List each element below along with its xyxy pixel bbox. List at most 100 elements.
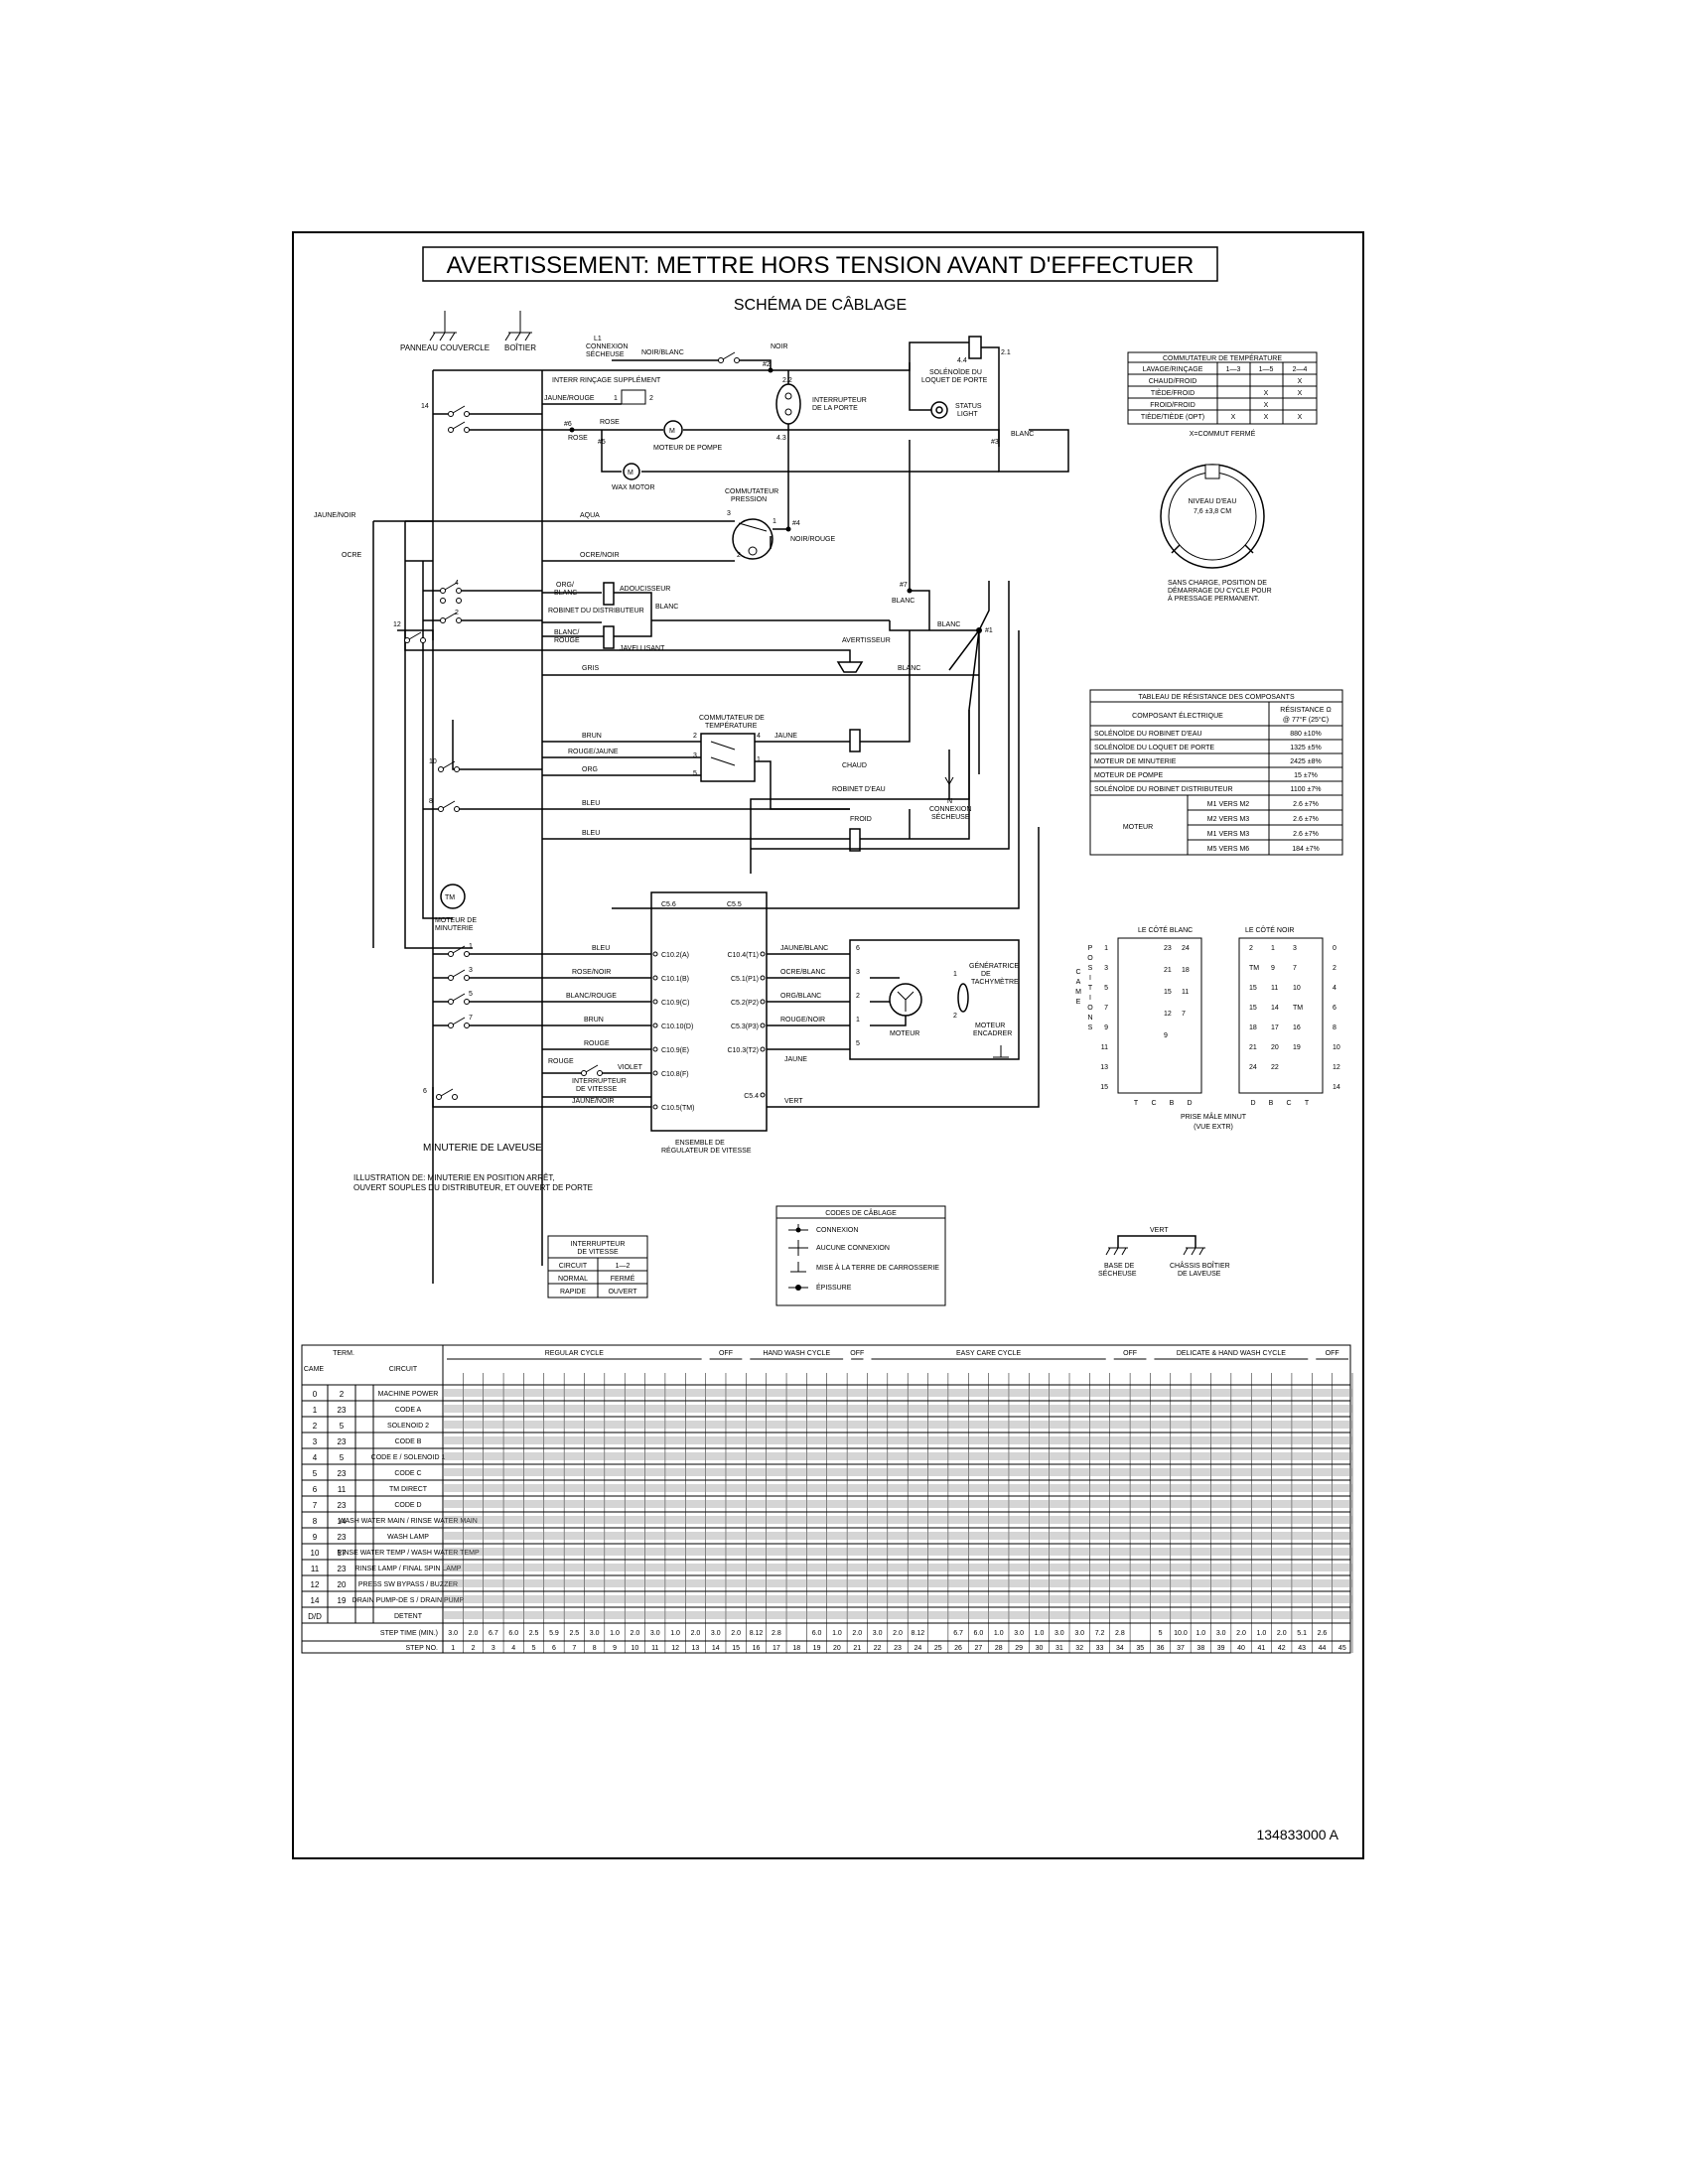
wire-label-vert: VERT <box>784 1098 803 1105</box>
temp-switch-icon <box>700 733 756 782</box>
speed-table-cell: OUVERT <box>608 1289 637 1296</box>
plug-position-right: 12 <box>1333 1064 1340 1071</box>
chart-row-circuit: CODE C <box>394 1470 421 1477</box>
chart-step-no: 34 <box>1116 1645 1124 1652</box>
temp-table-title: COMMUTATEUR DE TEMPÉRATURE <box>1163 353 1282 362</box>
speed-table-cell: 1—2 <box>616 1263 631 1270</box>
temp-table-cell: X <box>1298 378 1303 385</box>
positions-letter: I <box>1089 995 1091 1002</box>
plug-black-terminal: 18 <box>1249 1024 1257 1031</box>
part-number: 134833000 A <box>1256 1827 1338 1843</box>
svg-text:6: 6 <box>856 945 860 952</box>
wiring-codes-legend <box>775 1205 946 1306</box>
motor-label: MOTEUR <box>890 1030 919 1037</box>
chart-row-cam: 5 <box>313 1469 318 1478</box>
wire-label-blanc-rouge-ctrl: BLANC/ROUGE <box>566 993 617 1000</box>
node-2-2-label: 2.2 <box>782 377 792 384</box>
svg-text:1: 1 <box>614 395 618 402</box>
temp-table-cell: TIÈDE/TIÈDE (OPT) <box>1141 412 1204 421</box>
wire-label-ocre-blanc: OCRE/BLANC <box>780 969 826 976</box>
temp-table-cell: FROID/FROID <box>1150 402 1196 409</box>
chart-step-time: 1.0 <box>1035 1630 1045 1637</box>
plug-white-terminal: 7 <box>1182 1011 1186 1018</box>
chart-step-no: 14 <box>712 1645 720 1652</box>
chart-step-time: 5.1 <box>1297 1630 1307 1637</box>
wire-label-jaune-temp: JAUNE <box>774 733 797 740</box>
chart-step-time: 5 <box>1159 1630 1163 1637</box>
motor-row-value: 2.6 ±7% <box>1293 831 1319 838</box>
chart-step-time: 3.0 <box>1014 1630 1024 1637</box>
chart-cycle-label: OFF <box>719 1350 733 1357</box>
svg-text:M: M <box>628 470 633 477</box>
page-title: AVERTISSEMENT: METTRE HORS TENSION AVANT… <box>447 252 1195 279</box>
resistance-row-name: SOLÉNOÏDE DU ROBINET D'EAU <box>1094 729 1202 738</box>
wire-label-bleu-2: BLEU <box>582 830 600 837</box>
plug-position-right: 14 <box>1333 1084 1340 1091</box>
dispenser-valve-label: ROBINET DU DISTRIBUTEUR <box>548 608 644 614</box>
pressure-switch-icon <box>732 518 774 560</box>
chart-row-circuit: DRAIN PUMP-DE S / DRAIN PUMP <box>352 1597 465 1604</box>
pin-7-label: #7 <box>900 582 908 589</box>
chart-step-no: 28 <box>995 1645 1003 1652</box>
motor-row-value: 184 ±7% <box>1292 846 1320 853</box>
chart-step-time: 3.0 <box>1216 1630 1226 1637</box>
plug-letter: C <box>1286 1100 1291 1107</box>
plug-black-terminal: 11 <box>1271 985 1278 992</box>
softener-solenoid-icon <box>603 582 615 606</box>
plug-position-left: 5 <box>1104 985 1108 992</box>
svg-text:1: 1 <box>953 971 957 978</box>
chart-step-time: 2.6 <box>1318 1630 1328 1637</box>
chart-step-no: 36 <box>1157 1645 1165 1652</box>
plug-position-left: 13 <box>1100 1064 1108 1071</box>
status-light-label: STATUS <box>955 403 982 410</box>
positions-letter: S <box>1088 1024 1093 1031</box>
resistance-table-title: TABLEAU DE RÉSISTANCE DES COMPOSANTS <box>1138 692 1295 701</box>
chart-step-no: 18 <box>792 1645 800 1652</box>
chart-row-circuit: CODE E / SOLENOID 1 <box>371 1454 446 1461</box>
chart-step-time: 3.0 <box>650 1630 660 1637</box>
cold-valve-icon <box>849 828 861 852</box>
chart-step-no: 30 <box>1036 1645 1044 1652</box>
chart-step-no: 15 <box>732 1645 740 1652</box>
wire-label-blanc-disp: BLANC <box>655 604 678 611</box>
chart-step-time: 8.12 <box>912 1630 925 1637</box>
door-switch-label: INTERRUPTEUR <box>812 397 867 404</box>
chart-step-time: 3.0 <box>590 1630 600 1637</box>
pump-motor-label: MOTEUR DE POMPE <box>653 445 723 452</box>
svg-text:1: 1 <box>773 518 776 525</box>
chart-cycle-label: DELICATE & HAND WASH CYCLE <box>1177 1350 1286 1357</box>
svg-text:7: 7 <box>469 1015 473 1022</box>
chart-step-no: 3 <box>492 1645 495 1652</box>
chart-cycle-label: HAND WASH CYCLE <box>763 1350 830 1357</box>
chart-step-time: 5.9 <box>549 1630 559 1637</box>
wire-label-rose-2: ROSE <box>600 419 620 426</box>
motor-encl-label: MOTEUR <box>975 1023 1005 1029</box>
page-subtitle: SCHÉMA DE CÂBLAGE <box>734 295 907 314</box>
chart-row-term: 23 <box>338 1406 347 1415</box>
plug-white-terminal: 23 <box>1164 945 1172 952</box>
chart-step-time: 2.0 <box>852 1630 862 1637</box>
node-4-3-label: 4.3 <box>776 435 786 442</box>
chart-step-no: 31 <box>1055 1645 1063 1652</box>
chart-step-time: 2.0 <box>691 1630 701 1637</box>
wire-label-brun: BRUN <box>582 733 602 740</box>
chart-row-circuit: SOLENOID 2 <box>387 1423 429 1430</box>
softener-label: ADOUCISSEUR <box>620 586 670 593</box>
plug-white-terminal: 15 <box>1164 989 1172 996</box>
plug-black-terminal: 16 <box>1293 1024 1301 1031</box>
resistance-col2-2: @ 77°F (25°C) <box>1283 716 1329 724</box>
chart-row-cam: 3 <box>313 1437 318 1446</box>
chart-header-cam: CAME <box>304 1366 325 1373</box>
wire-label-blanc-rouge-2: ROUGE <box>554 637 580 644</box>
plug-black-terminal: TM <box>1293 1005 1303 1012</box>
resistance-motor-label: MOTEUR <box>1123 824 1153 831</box>
legend-title: CODES DE CÂBLAGE <box>825 1208 897 1217</box>
wire-label-rose: ROSE <box>568 435 588 442</box>
plug-black-terminal: 9 <box>1271 965 1275 972</box>
dryer-base-label: BASE DE <box>1104 1263 1135 1270</box>
plug-position-right: 10 <box>1333 1044 1340 1051</box>
tach-label-2: DE <box>981 971 991 978</box>
chart-step-no: 27 <box>975 1645 983 1652</box>
buzzer-icon <box>836 661 864 673</box>
positions-letter: T <box>1088 985 1093 992</box>
